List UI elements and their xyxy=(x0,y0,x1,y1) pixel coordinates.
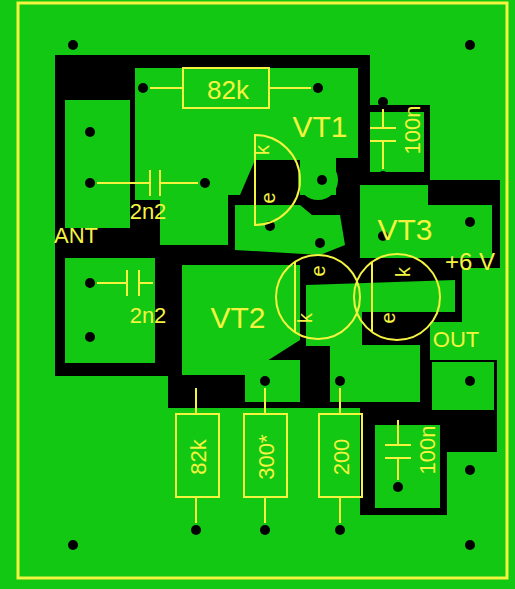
capacitor-value: 100n xyxy=(417,426,439,475)
board-outline xyxy=(18,3,507,578)
resistor-value: 200 xyxy=(331,439,353,476)
resistor-symbol: 82k xyxy=(182,67,270,109)
part-name: VT1 xyxy=(292,112,347,142)
signal-name: ANT xyxy=(54,225,98,247)
clearance-area xyxy=(55,55,500,515)
transistor-outline: VT3 k e xyxy=(350,210,445,342)
pin-name: e xyxy=(378,312,398,323)
part-name: VT2 xyxy=(210,303,265,333)
copper-islands xyxy=(65,68,494,508)
resistor-symbol: 200 xyxy=(318,413,363,498)
resistor-symbol: 82k xyxy=(175,413,220,498)
pin-name: k xyxy=(295,313,315,323)
silkscreen-leads xyxy=(97,88,411,523)
pin-name: e xyxy=(258,192,278,203)
signal-name: OUT xyxy=(433,329,479,351)
resistor-value: 82k xyxy=(207,77,249,103)
capacitor-value: 2n2 xyxy=(130,201,167,223)
capacitor-value: 2n2 xyxy=(130,305,167,327)
pin-name: k xyxy=(393,267,413,277)
capacitor-value: 100n xyxy=(402,106,424,155)
resistor-value: 300* xyxy=(256,434,278,479)
part-name: VT3 xyxy=(377,215,432,245)
transistor-outline: VT1 k e xyxy=(250,108,360,238)
resistor-value: 82k xyxy=(188,439,210,474)
transistor-flat xyxy=(371,262,373,332)
signal-name: +6 V xyxy=(445,250,495,274)
pin-name: k xyxy=(252,145,272,155)
resistor-symbol: 300* xyxy=(243,413,288,498)
pin-name: e xyxy=(308,265,328,276)
drill-holes xyxy=(68,40,475,550)
transistor-body xyxy=(354,254,440,340)
transistor-outline: VT2 e k xyxy=(200,250,365,345)
transistor-body xyxy=(276,255,360,339)
